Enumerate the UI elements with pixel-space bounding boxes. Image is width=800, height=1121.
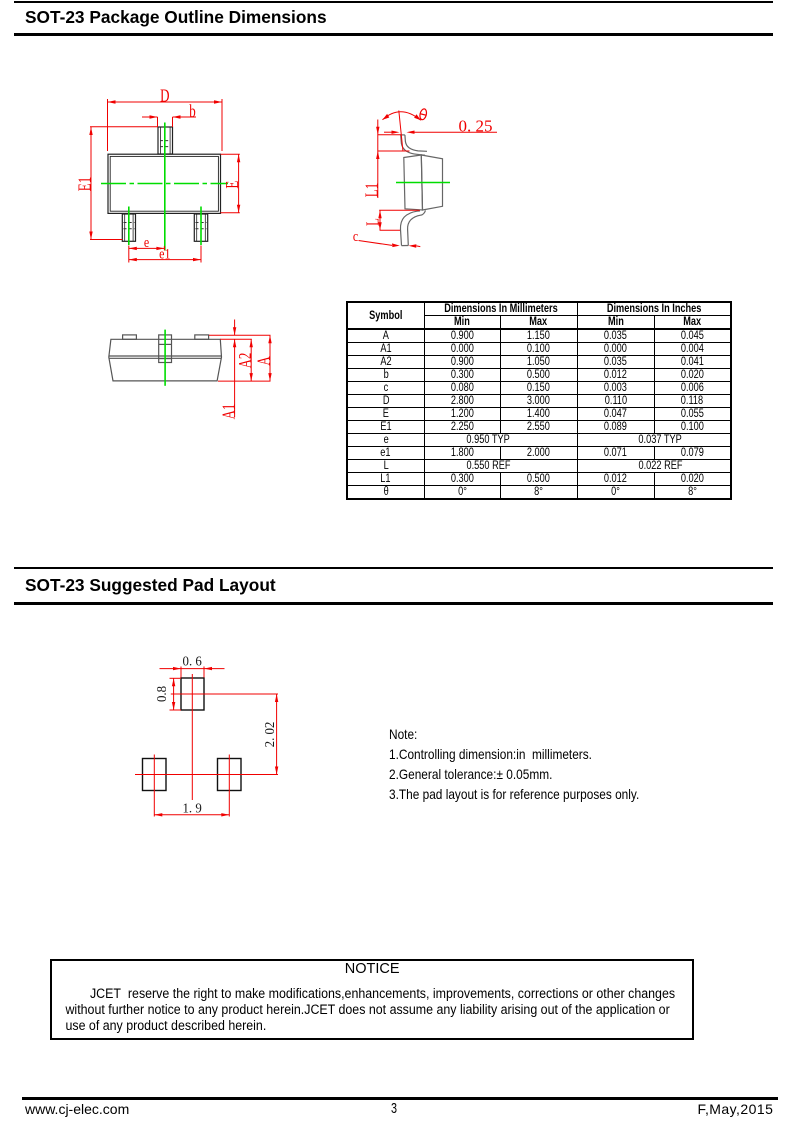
svg-text:E1: E1 <box>76 177 96 191</box>
svg-text:c: c <box>353 228 358 245</box>
svg-text:e: e <box>144 234 149 251</box>
svg-text:A1: A1 <box>219 404 239 420</box>
svg-text:0. 25: 0. 25 <box>459 116 493 135</box>
svg-text:2. 02: 2. 02 <box>262 722 278 748</box>
svg-text:0. 6: 0. 6 <box>183 653 203 669</box>
svg-text:L1: L1 <box>363 183 383 197</box>
svg-text:1. 9: 1. 9 <box>182 800 202 816</box>
svg-text:0.8: 0.8 <box>153 686 169 702</box>
svg-text:D: D <box>160 87 169 107</box>
svg-text:E: E <box>223 181 243 189</box>
svg-text:e1: e1 <box>159 245 170 262</box>
svg-text:L: L <box>364 218 384 226</box>
svg-text:A2: A2 <box>236 353 256 369</box>
svg-text:A: A <box>255 356 275 366</box>
svg-text:b: b <box>189 102 196 122</box>
